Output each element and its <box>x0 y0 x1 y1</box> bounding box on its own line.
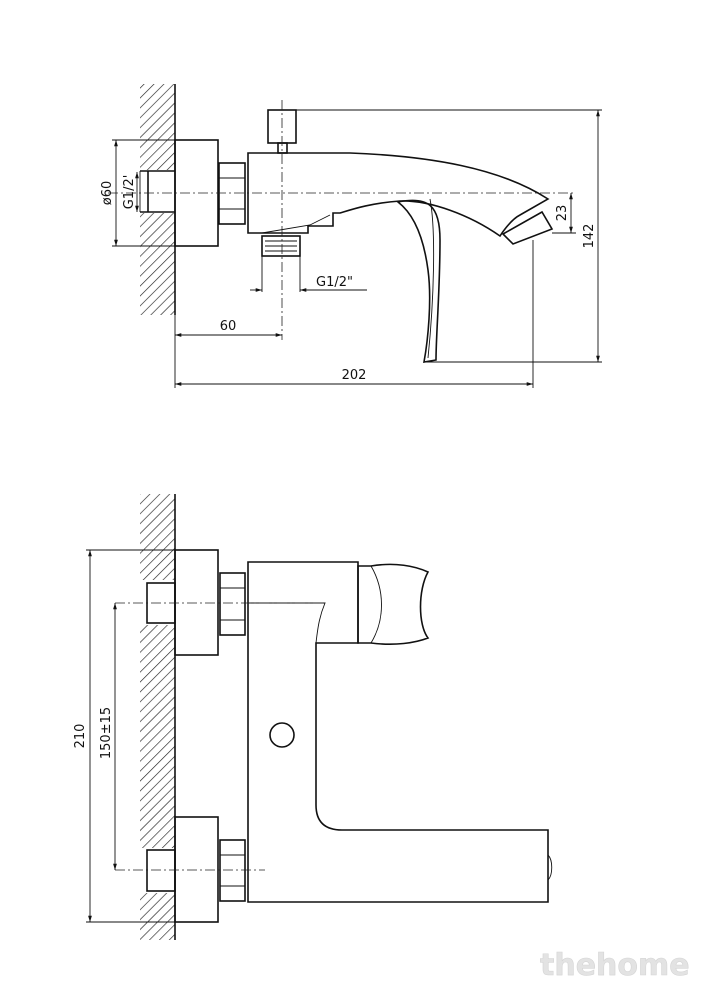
nut-top <box>218 162 246 225</box>
dim-label: ø60 <box>100 181 115 206</box>
dim-label: 142 <box>582 224 597 249</box>
dim-spout-height: 23 <box>552 193 576 234</box>
dim-label: G1/2' <box>122 175 137 210</box>
dim-label: 202 <box>342 368 367 383</box>
watermark: thehome <box>540 948 690 983</box>
spout-body <box>247 152 550 238</box>
dim-outlet-thread: G1/2" <box>250 256 367 292</box>
dim-wall-thread: G1/2' <box>122 172 139 212</box>
flange-upper <box>174 549 219 656</box>
dim-label: 23 <box>555 205 570 222</box>
dim-label: 210 <box>73 724 88 749</box>
front-view: 210 150±15 <box>73 494 553 940</box>
top-view: ø60 G1/2' G1/2" 60 202 23 <box>100 84 602 388</box>
dim-total-length: 202 <box>175 240 534 388</box>
dim-label: G1/2" <box>316 275 353 290</box>
flange-lower <box>174 816 219 923</box>
spout-aerator <box>501 210 554 245</box>
wall-hatch-top <box>140 84 176 315</box>
wall-hatch-front <box>140 494 176 940</box>
dim-label: 60 <box>220 319 237 334</box>
handle-front <box>357 563 430 645</box>
dim-center-distance: 150±15 <box>99 603 117 870</box>
dim-total-height: 142 <box>296 109 602 363</box>
wall-fitting-top <box>139 170 175 213</box>
lever-handle <box>396 199 441 363</box>
nuts-front <box>219 572 246 902</box>
dim-front-total-height: 210 <box>73 549 218 923</box>
dim-label: 150±15 <box>99 707 114 759</box>
dim-projection: 60 <box>174 315 282 388</box>
outlet-thread <box>261 235 301 257</box>
dim-flange-diameter: ø60 <box>100 139 175 247</box>
diverter-button <box>269 722 295 748</box>
